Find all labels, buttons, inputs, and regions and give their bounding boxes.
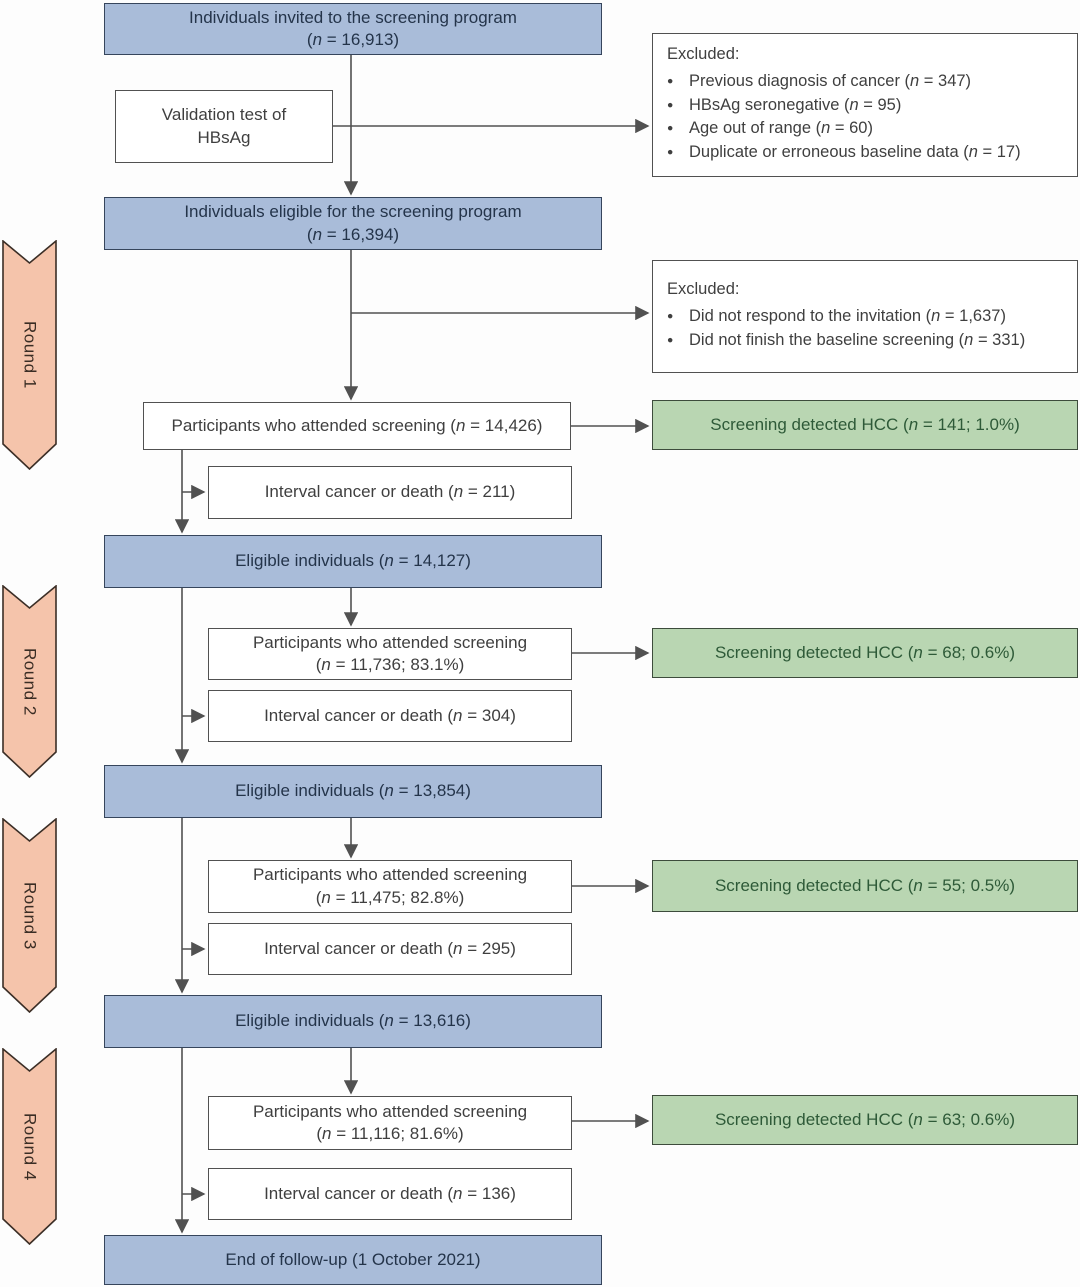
- excluded-item-text: Did not finish the baseline screening (n…: [689, 330, 1026, 349]
- box-round3-interval: Interval cancer or death (n = 295): [208, 923, 572, 975]
- excluded-item: ● Previous diagnosis of cancer (n = 347): [667, 71, 1063, 92]
- excluded-item: ● Did not finish the baseline screening …: [667, 330, 1063, 351]
- round-banner-shape: [2, 1048, 57, 1245]
- round-3-banner: Round 3: [2, 818, 57, 1013]
- box-text-line: Participants who attended screening (n =…: [171, 415, 543, 435]
- excluded-list: ● Previous diagnosis of cancer (n = 347)…: [667, 68, 1063, 166]
- excluded-item-text: Previous diagnosis of cancer (n = 347): [689, 71, 972, 90]
- box-text-line: Screening detected HCC (n = 141; 1.0%): [710, 414, 1020, 434]
- box-text-line: Individuals eligible for the screening p…: [184, 202, 522, 222]
- excluded-heading: Excluded:: [667, 280, 740, 299]
- bullet-icon: ●: [667, 98, 674, 111]
- box-text-line: Screening detected HCC (n = 68; 0.6%): [714, 642, 1016, 662]
- box-round2-detected-hcc: Screening detected HCC (n = 68; 0.6%): [652, 628, 1078, 678]
- box-end-of-followup: End of follow-up (1 October 2021): [104, 1235, 602, 1285]
- round-4-label: Round 4: [20, 1112, 40, 1181]
- round-banner-shape: [2, 818, 57, 1013]
- box-text-line: (n = 16,394): [306, 224, 400, 244]
- box-round3-eligible: Eligible individuals (n = 13,616): [104, 995, 602, 1048]
- box-text-line: Eligible individuals (n = 14,127): [235, 551, 471, 571]
- box-text-line: Eligible individuals (n = 13,854): [235, 781, 471, 801]
- box-round1-detected-hcc: Screening detected HCC (n = 141; 1.0%): [652, 400, 1078, 450]
- box-text-line: End of follow-up (1 October 2021): [225, 1249, 481, 1269]
- box-text-line: Validation test of: [161, 105, 287, 125]
- bullet-icon: ●: [667, 122, 674, 135]
- box-text-line: (n = 11,475; 82.8%): [315, 887, 465, 907]
- round-2-label: Round 2: [20, 647, 40, 716]
- box-excluded-response: Excluded: ● Did not respond to the invit…: [652, 260, 1078, 373]
- box-text-line: Screening detected HCC (n = 55; 0.5%): [714, 875, 1016, 895]
- round-2-banner: Round 2: [2, 585, 57, 778]
- box-round2-eligible: Eligible individuals (n = 13,854): [104, 765, 602, 818]
- box-text-line: (n = 11,116; 81.6%): [316, 1124, 464, 1143]
- round-1-label: Round 1: [20, 321, 40, 389]
- box-text-line: Interval cancer or death (n = 295): [264, 938, 516, 958]
- box-round3-detected-hcc: Screening detected HCC (n = 55; 0.5%): [652, 860, 1078, 912]
- excluded-item: ● Did not respond to the invitation (n =…: [667, 306, 1063, 327]
- box-text-line: Interval cancer or death (n = 136): [264, 1183, 516, 1203]
- box-text-line: Individuals invited to the screening pro…: [189, 7, 517, 27]
- excluded-item-text: Age out of range (n = 60): [689, 119, 873, 138]
- box-text-line: Participants who attended screening: [252, 865, 528, 885]
- box-round2-attended: Participants who attended screening (n = …: [208, 628, 572, 680]
- box-round1-interval: Interval cancer or death (n = 211): [208, 466, 572, 519]
- excluded-item: ● Age out of range (n = 60): [667, 118, 1063, 139]
- box-round1-attended: Participants who attended screening (n =…: [143, 402, 571, 450]
- round-banner-shape: [2, 240, 57, 470]
- box-round1-eligible: Eligible individuals (n = 14,127): [104, 535, 602, 588]
- excluded-heading: Excluded:: [667, 44, 740, 63]
- excluded-item-text: HBsAg seronegative (n = 95): [689, 95, 902, 114]
- box-text-line: (n = 11,736; 83.1%): [315, 655, 465, 674]
- round-3-label: Round 3: [20, 881, 40, 950]
- round-banner-shape: [2, 585, 57, 778]
- excluded-item-text: Did not respond to the invitation (n = 1…: [689, 307, 1006, 326]
- bullet-icon: ●: [667, 310, 674, 323]
- bullet-icon: ●: [667, 333, 674, 346]
- bullet-icon: ●: [667, 74, 674, 87]
- box-text-line: Participants who attended screening: [252, 1101, 528, 1121]
- box-round4-attended: Participants who attended screening (n = …: [208, 1096, 572, 1150]
- box-text-line: Eligible individuals (n = 13,616): [235, 1011, 471, 1031]
- excluded-item-text: Duplicate or erroneous baseline data (n …: [689, 143, 1021, 162]
- round-1-banner: Round 1: [2, 240, 57, 470]
- box-text-line: Participants who attended screening: [252, 632, 528, 652]
- box-invited: Individuals invited to the screening pro…: [104, 3, 602, 55]
- excluded-item: ● Duplicate or erroneous baseline data (…: [667, 142, 1063, 163]
- excluded-item: ● HBsAg seronegative (n = 95): [667, 95, 1063, 116]
- box-excluded-baseline: Excluded: ● Previous diagnosis of cancer…: [652, 33, 1078, 177]
- excluded-list: ● Did not respond to the invitation (n =…: [667, 304, 1063, 354]
- box-round4-detected-hcc: Screening detected HCC (n = 63; 0.6%): [652, 1095, 1078, 1145]
- box-text-line: Interval cancer or death (n = 304): [264, 705, 516, 725]
- box-round3-attended: Participants who attended screening(n = …: [208, 860, 572, 913]
- box-round4-interval: Interval cancer or death (n = 136): [208, 1168, 572, 1220]
- box-round2-interval: Interval cancer or death (n = 304): [208, 690, 572, 742]
- round-4-banner: Round 4: [2, 1048, 57, 1245]
- box-text-line: Screening detected HCC (n = 63; 0.6%): [714, 1109, 1016, 1129]
- bullet-icon: ●: [667, 146, 674, 159]
- box-text-line: Interval cancer or death (n = 211): [264, 482, 516, 502]
- box-text-line: HBsAg: [197, 127, 251, 147]
- box-eligible-program: Individuals eligible for the screening p…: [104, 197, 602, 250]
- box-text-line: (n = 16,913): [306, 30, 400, 49]
